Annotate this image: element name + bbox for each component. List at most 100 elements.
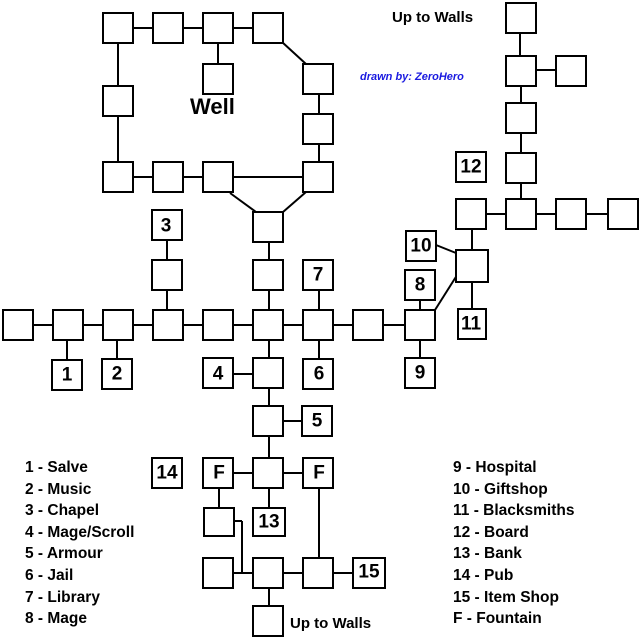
room-5-label: 5 [312,411,323,432]
room-box [505,2,537,34]
connection-line [229,192,257,213]
room-box [252,557,284,589]
room-box [455,198,487,230]
room-box [607,198,639,230]
room-box [555,198,587,230]
room-box [252,507,286,537]
room-box [505,55,537,87]
room-2-label: 2 [112,364,123,385]
legend-entry-f: F - Fountain [453,610,542,628]
legend-entry-4: 4 - Mage/Scroll [25,523,135,541]
room-box [52,309,84,341]
room-box [505,152,537,184]
room-box [252,405,284,437]
credit-label: drawn by: ZeroHero [360,71,464,83]
up-to-walls-bottom-label: Up to Walls [290,615,371,632]
room-box [51,359,83,391]
room-12-label: 12 [460,157,481,178]
legend-right: 9 - Hospital 10 - Giftshop 11 - Blacksmi… [453,457,574,630]
legend-entry-6: 6 - Jail [25,566,74,584]
legend-entry-11: 11 - Blacksmiths [453,502,575,520]
room-box [202,557,234,589]
room-box [404,357,436,389]
legend-entry-3: 3 - Chapel [25,502,100,520]
connection-line [282,191,307,213]
room-box [455,249,489,283]
room-box [252,309,284,341]
fountain-east-label: F [313,463,325,484]
legend-entry-13: 13 - Bank [453,545,522,563]
room-box [505,198,537,230]
room-box [151,259,183,291]
room-box [302,63,334,95]
room-9-label: 9 [415,363,426,384]
room-box [102,12,134,44]
room-14-label: 14 [156,463,178,484]
legend-entry-15: 15 - Item Shop [453,588,559,606]
room-box [404,309,436,341]
room-3-label: 3 [161,216,172,237]
room-box [555,55,587,87]
room-box [302,309,334,341]
room-box [202,357,234,389]
room-10-label: 10 [410,236,431,257]
room-box [352,557,386,589]
room-box [102,85,134,117]
connection-line [435,244,457,254]
room-box [302,259,334,291]
room-box [252,211,284,243]
room-box [151,209,183,241]
legend-entry-12: 12 - Board [453,523,529,541]
legend-entry-1: 1 - Salve [25,459,88,476]
room-box [252,605,284,637]
up-to-walls-top-label: Up to Walls [392,9,473,26]
room-1-label: 1 [62,365,73,386]
legend-entry-5: 5 - Armour [25,545,103,563]
room-box [252,457,284,489]
room-box [302,557,334,589]
room-box [302,113,334,145]
legend-entry-14: 14 - Pub [453,566,514,584]
room-8-label: 8 [415,275,426,296]
legend-entry-9: 9 - Hospital [453,459,537,476]
room-box [151,457,183,489]
room-box [101,358,133,390]
room-box [301,405,333,437]
room-7-label: 7 [313,265,324,286]
room-box [202,63,234,95]
room-box [203,507,235,537]
room-box [2,309,34,341]
legend-entry-8: 8 - Mage [25,610,88,628]
room-box [152,161,184,193]
well-label: Well [190,94,235,119]
room-box [302,457,334,489]
room-4-label: 4 [213,364,224,385]
room-box [455,151,487,183]
connections [33,27,608,606]
room-box [457,308,487,340]
room-11-label: 11 [461,314,482,335]
room-box [505,102,537,134]
legend-entry-10: 10 - Giftshop [453,480,548,498]
room-box [202,457,234,489]
room-box [202,309,234,341]
room-box [252,357,284,389]
room-13-label: 13 [258,512,279,533]
room-box [252,12,284,44]
room-box [202,12,234,44]
room-box [102,161,134,193]
legend-entry-7: 7 - Library [25,588,100,606]
room-box [352,309,384,341]
legend-left: 1 - Salve 2 - Music 3 - Chapel 4 - Mage/… [25,457,134,630]
room-box [152,12,184,44]
room-box [405,230,437,262]
room-box [404,269,436,301]
connection-line [281,41,307,65]
room-box [102,309,134,341]
fountain-west-label: F [213,463,225,484]
room-box [302,358,334,390]
room-box [152,309,184,341]
